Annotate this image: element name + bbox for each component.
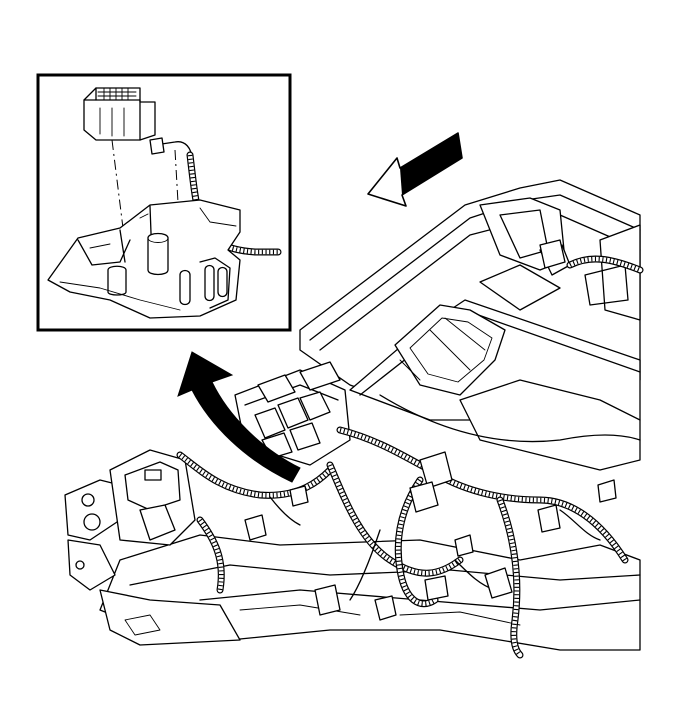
engine-bay-structure xyxy=(64,179,641,651)
underhood-relay-block xyxy=(234,361,351,466)
detail-inset xyxy=(36,73,292,332)
direction-arrow-icon xyxy=(367,132,463,207)
wiring-harness xyxy=(176,239,644,659)
relay-connector xyxy=(83,87,156,141)
curved-callout-arrow-icon xyxy=(177,351,301,483)
